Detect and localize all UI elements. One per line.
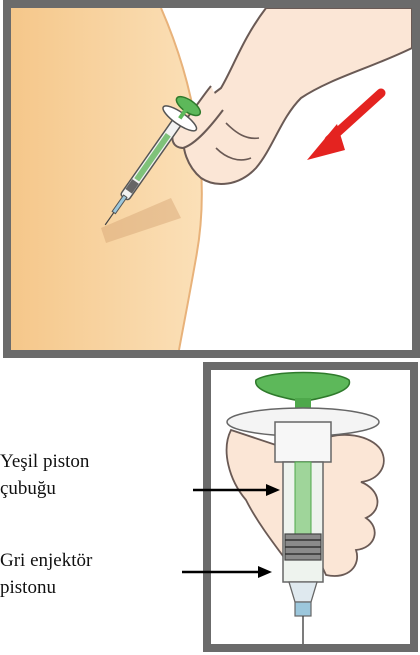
- thigh-injection-illustration: [11, 8, 412, 350]
- syringe-closeup-panel: [203, 362, 418, 652]
- gray-stopper-label-line2: pistonu: [0, 574, 92, 601]
- green-plunger-label: Yeşil piston çubuğu: [0, 448, 89, 502]
- gray-stopper-label-line1: Gri enjektör: [0, 547, 92, 574]
- green-plunger-head: [256, 373, 350, 401]
- green-plunger-label-line1: Yeşil piston: [0, 448, 89, 475]
- gray-syringe-stopper: [285, 534, 321, 560]
- green-plunger-rod: [295, 462, 311, 534]
- injection-illustration-panel: [3, 0, 420, 358]
- gray-stopper-label: Gri enjektör pistonu: [0, 547, 92, 601]
- syringe-closeup-illustration: [211, 370, 410, 644]
- thigh-skin: [11, 8, 202, 350]
- green-plunger-label-line2: çubuğu: [0, 475, 89, 502]
- push-direction-arrow-icon: [307, 93, 381, 160]
